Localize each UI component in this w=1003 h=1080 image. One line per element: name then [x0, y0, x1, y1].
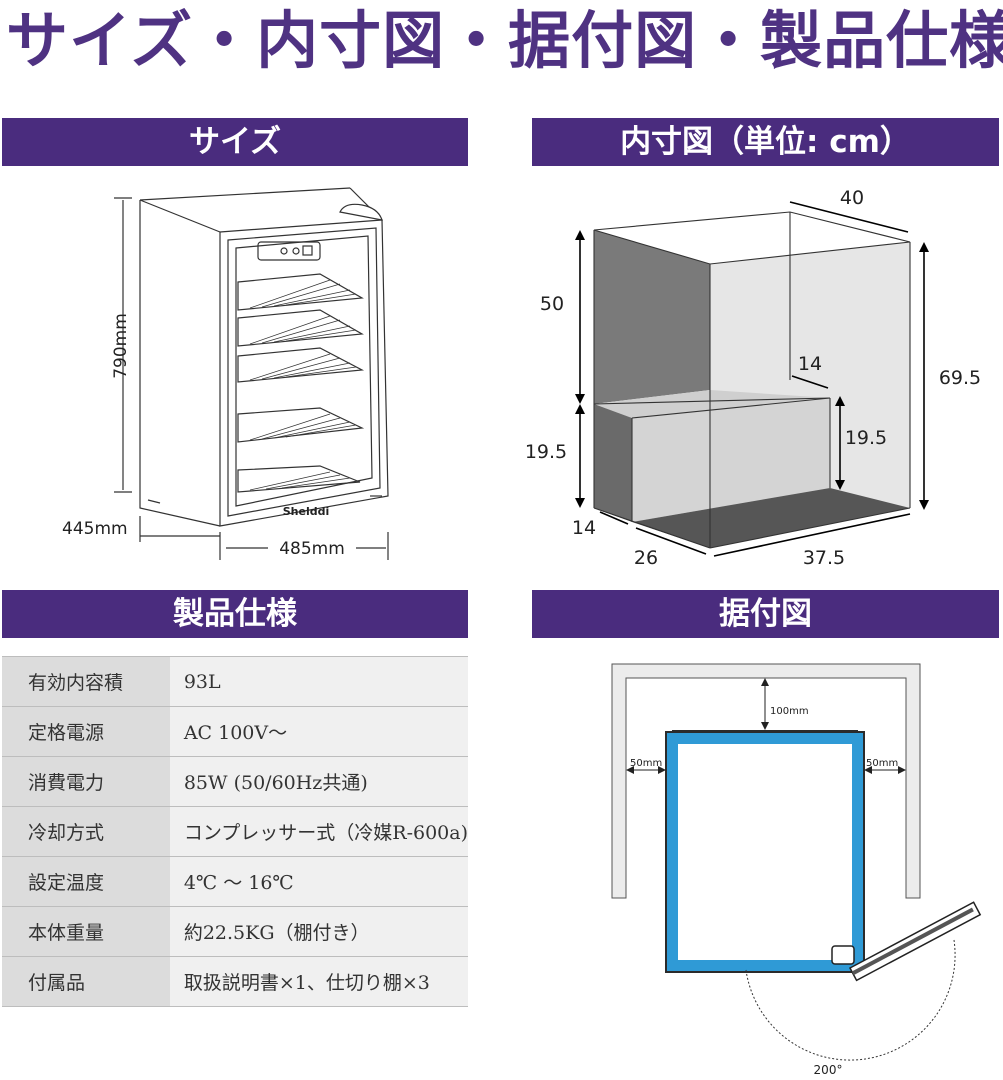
inner-step-front [632, 398, 830, 522]
spec-label: 設定温度 [2, 856, 170, 907]
spec-label: 定格電源 [2, 706, 170, 757]
door-angle-label: 200° [814, 1063, 843, 1077]
inner-step-depth: 14 [798, 353, 822, 375]
left-clearance: 50mm [630, 758, 662, 769]
size-height-label: 790mm [111, 313, 131, 379]
inner-lower-height-right: 19.5 [845, 427, 887, 449]
spec-value: AC 100V～ [169, 706, 468, 757]
spec-value: 85W (50/60Hz共通) [169, 756, 468, 807]
fridge-hinge-cover [339, 203, 383, 221]
section-header-install: 据付図 [532, 590, 999, 638]
spec-label: 消費電力 [2, 756, 170, 807]
spec-value: 4℃ ～ 16℃ [169, 856, 468, 907]
shelves [237, 273, 365, 493]
section-header-inner: 内寸図（単位: cm） [532, 118, 999, 166]
inner-floor [632, 488, 910, 548]
control-panel [257, 241, 321, 261]
back-clearance: 100mm [770, 706, 809, 717]
inner-top-width: 40 [840, 187, 864, 209]
size-diagram: Shelddi 790mm 445mm 485mm [62, 187, 389, 560]
inner-lower-depth: 26 [634, 547, 658, 569]
spec-label: 有効内容積 [2, 656, 170, 707]
inner-left-wall-upper [594, 230, 710, 404]
inner-step-top [594, 390, 830, 418]
spec-value: コンプレッサー式（冷媒R-600a) [169, 806, 468, 857]
inner-lower-height-left: 19.5 [525, 441, 567, 463]
spec-value: 約22.5KG（棚付き） [169, 906, 468, 957]
section-header-size: サイズ [2, 118, 468, 166]
fridge-body-outline [139, 200, 221, 527]
inner-front-step: 14 [572, 517, 596, 539]
spec-label: 本体重量 [2, 906, 170, 957]
install-diagram: 100mm 50mm 50mm 200° [611, 663, 982, 1077]
open-door [848, 901, 982, 982]
section-header-spec: 製品仕様 [2, 590, 468, 638]
spec-value: 取扱説明書×1、仕切り棚×3 [169, 956, 468, 1007]
right-clearance: 50mm [866, 758, 898, 769]
fridge-door [219, 219, 389, 527]
page-title: サイズ・内寸図・据付図・製品仕様 [6, 4, 1003, 77]
inner-bottom-width: 37.5 [803, 547, 845, 569]
inner-total-height: 69.5 [939, 367, 981, 389]
inner-diagram: 40 50 14 69.5 19.5 19.5 14 26 37.5 [525, 187, 981, 569]
spec-value: 93L [169, 656, 468, 707]
spec-row: 本体重量約22.5KG（棚付き） [2, 906, 468, 957]
size-depth-label: 445mm [62, 519, 128, 539]
spec-row: 冷却方式コンプレッサー式（冷媒R-600a) [2, 806, 468, 857]
brand-label: Shelddi [283, 505, 330, 518]
spec-label: 冷却方式 [2, 806, 170, 857]
wall-outline [611, 663, 921, 899]
size-width-label: 485mm [279, 539, 345, 559]
spec-label: 付属品 [2, 956, 170, 1007]
inner-upper-height: 50 [540, 293, 564, 315]
door-swing-arc [745, 939, 956, 1061]
fridge-top-view [666, 732, 864, 972]
spec-row: 付属品取扱説明書×1、仕切り棚×3 [2, 956, 468, 1007]
